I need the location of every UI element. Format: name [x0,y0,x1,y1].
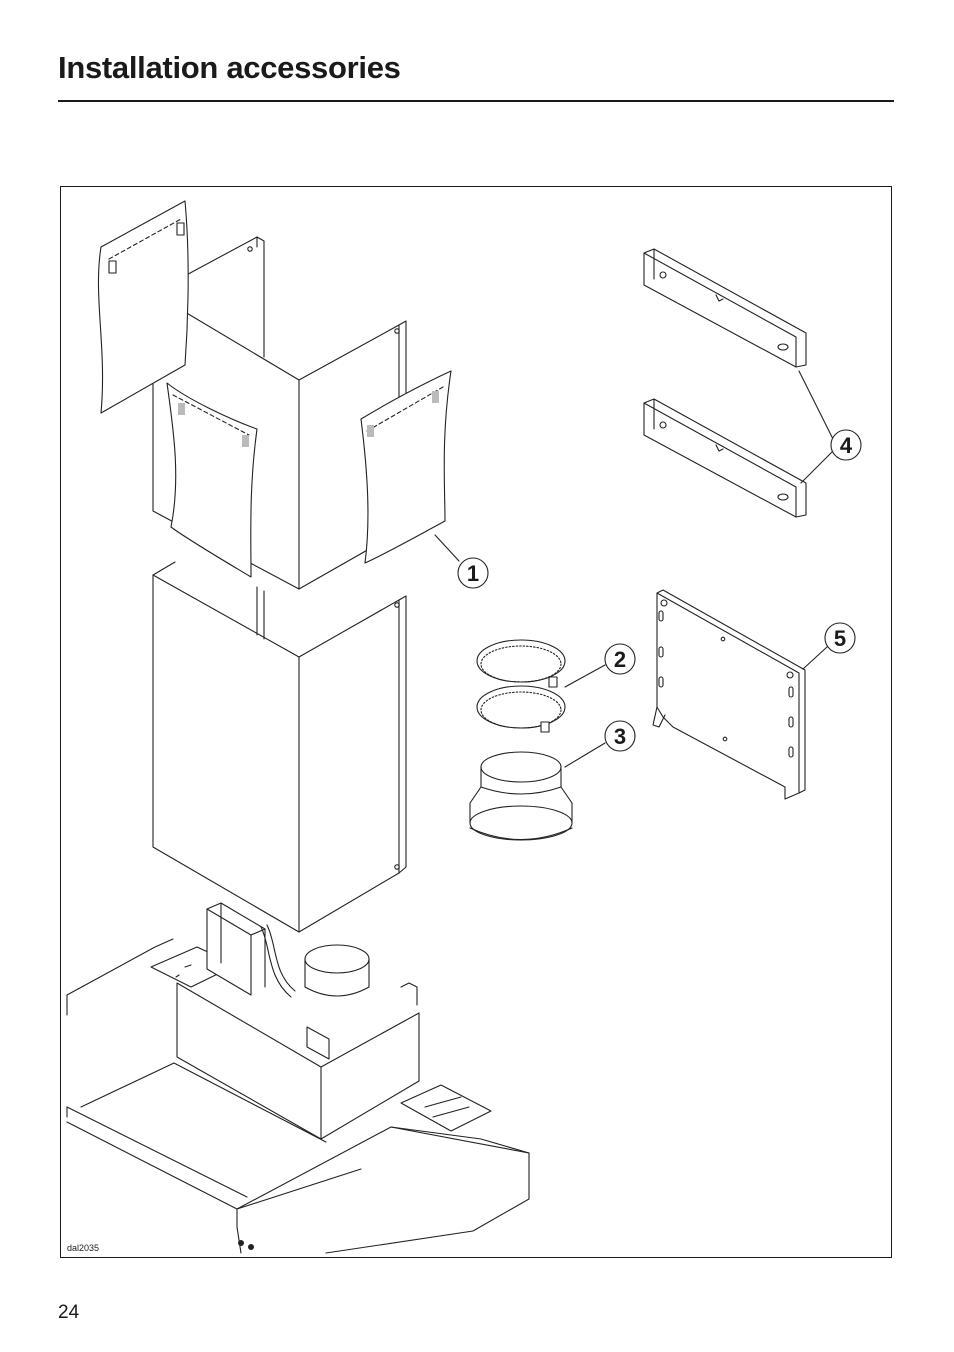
diagram-drawing: 1 2 3 4 5 [61,187,893,1259]
title-rule [58,100,894,102]
svg-text:3: 3 [614,724,626,749]
mounting-brackets [644,249,806,517]
svg-text:1: 1 [467,561,479,586]
callout-3: 3 [605,721,635,751]
figure-code: dal2035 [67,1243,99,1253]
mounting-plate [653,590,805,799]
exploded-diagram: 1 2 3 4 5 dal2035 [60,186,892,1258]
page-number: 24 [58,1302,79,1324]
callout-1: 1 [458,558,488,588]
callout-4: 4 [831,430,861,460]
callout-2: 2 [605,644,635,674]
cooker-hood-base [67,903,529,1253]
svg-text:2: 2 [614,647,626,672]
connection-piece [470,752,572,840]
page-title: Installation accessories [58,50,401,86]
svg-text:5: 5 [834,626,846,651]
svg-text:4: 4 [840,433,853,458]
hose-clips [477,640,565,732]
callout-5: 5 [825,623,855,653]
lower-chimney-section [153,562,406,932]
